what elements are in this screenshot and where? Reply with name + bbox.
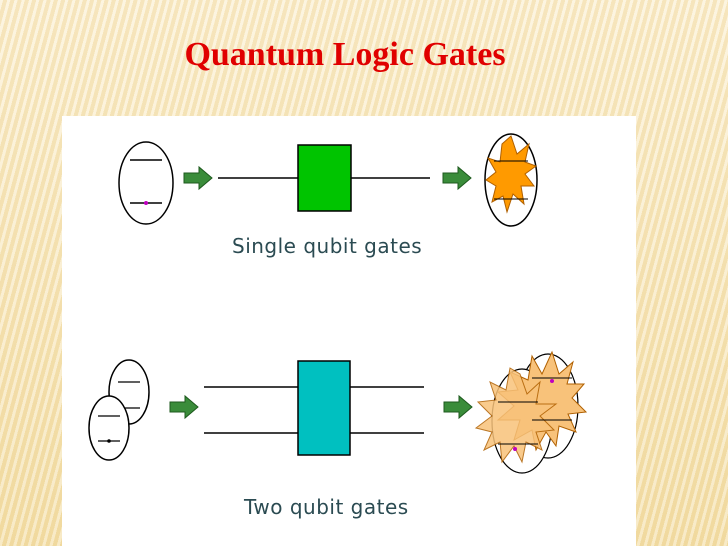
two-qubit-input-ellipses <box>88 359 150 461</box>
diagram-panel: Single qubit gates Two qubit gates <box>62 116 636 546</box>
two-qubit-caption: Two qubit gates <box>244 495 409 519</box>
single-output-arrow <box>442 165 472 191</box>
two-input-arrow <box>169 394 199 420</box>
two-output-arrow <box>443 394 473 420</box>
single-qubit-gate <box>297 144 352 212</box>
single-qubit-input-ellipse <box>118 141 174 225</box>
gates-diagram <box>88 133 588 474</box>
two-qubit-output-ellipses <box>474 350 588 474</box>
slide-title: Quantum Logic Gates <box>184 36 506 73</box>
two-qubit-gate <box>297 360 351 456</box>
single-qubit-caption: Single qubit gates <box>232 234 423 258</box>
single-qubit-output-ellipse <box>484 133 538 227</box>
single-input-arrow <box>183 165 213 191</box>
